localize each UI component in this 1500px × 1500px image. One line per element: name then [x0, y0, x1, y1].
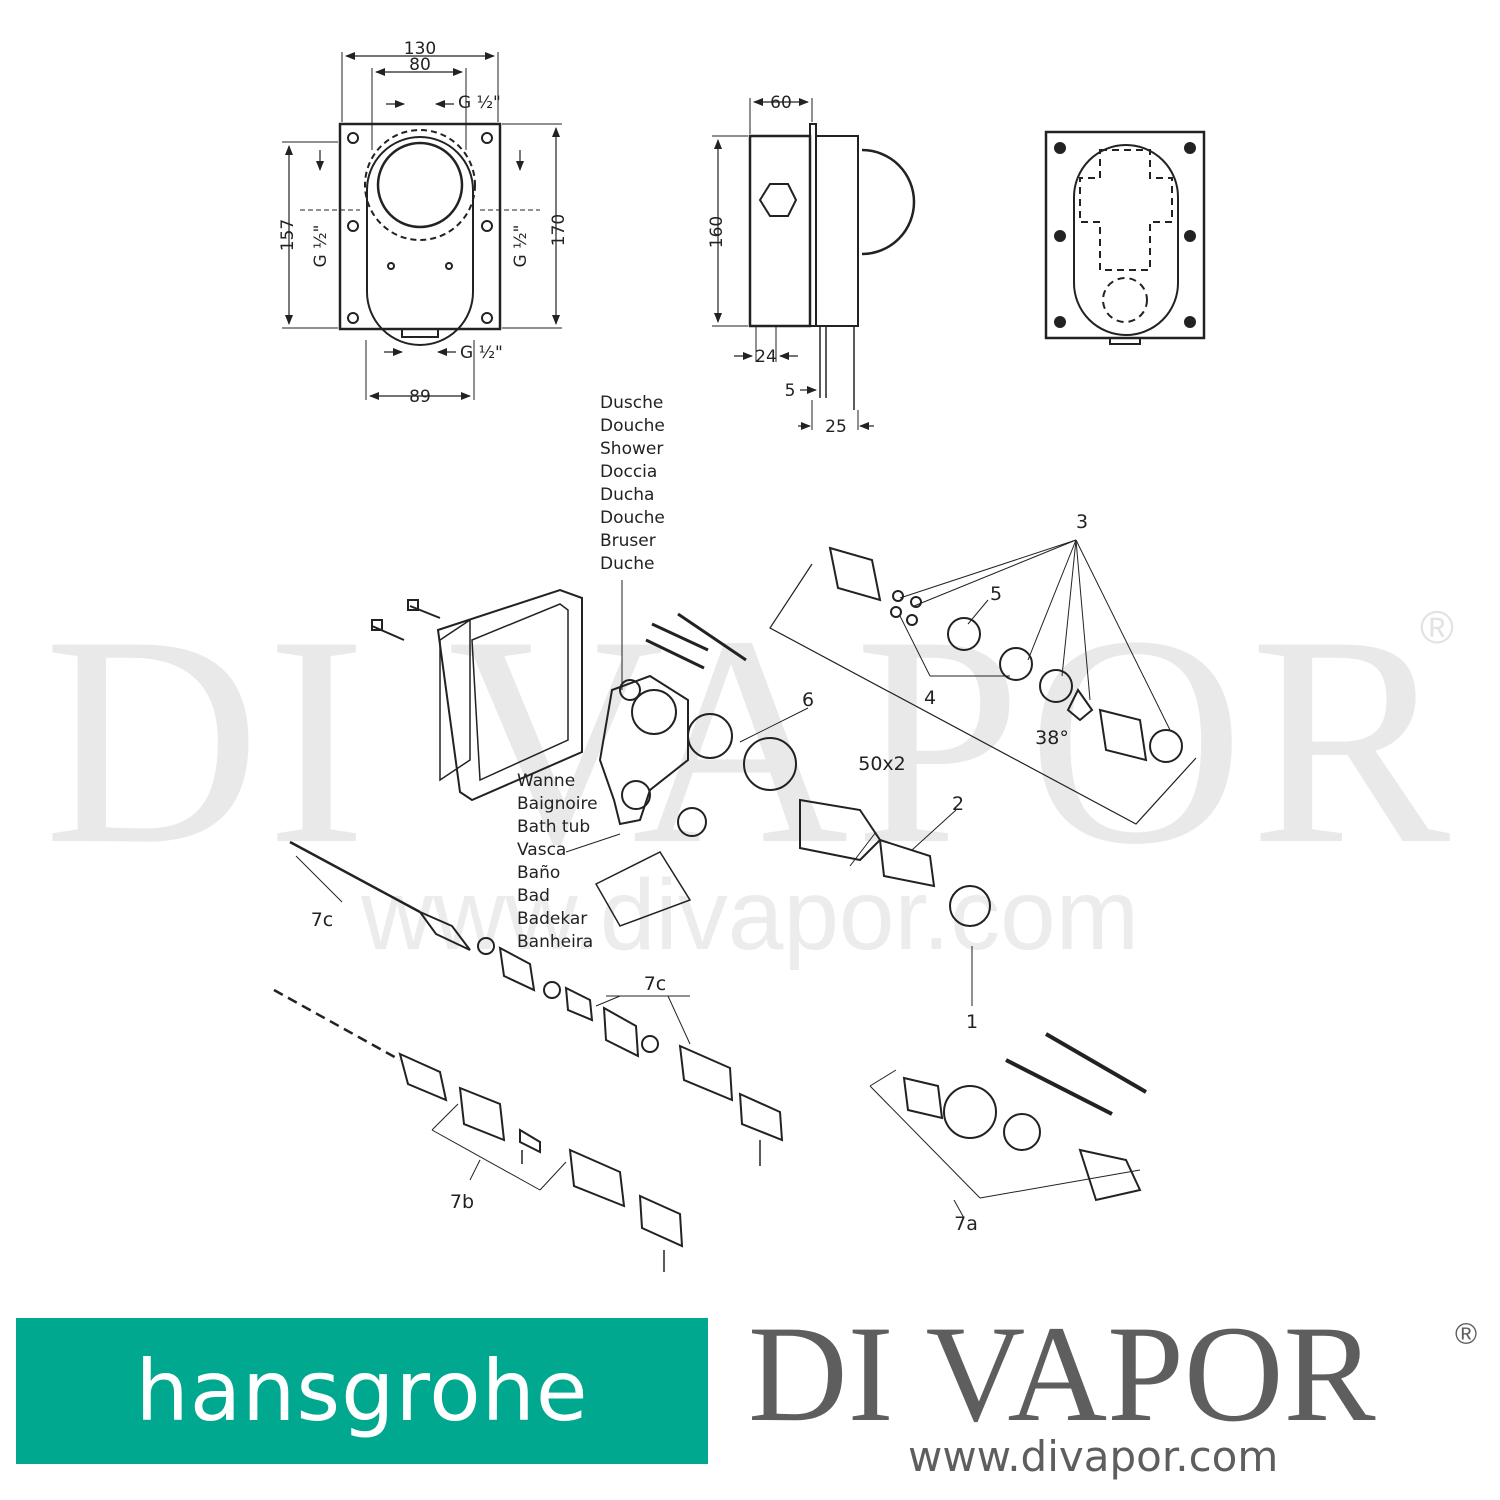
dim-5: 5 — [785, 381, 796, 401]
exploded-valve-body — [598, 580, 747, 826]
outlet-shower-label: Shower — [600, 439, 663, 459]
dim-89: 89 — [409, 387, 431, 407]
outlet-bath-label: Vasca — [517, 840, 566, 860]
dim-130: 130 — [404, 39, 436, 59]
outlet-shower-label: Dusche — [600, 393, 663, 413]
back-view-drawing — [1044, 130, 1206, 345]
divapor-logo: DI VAPOR — [748, 1297, 1376, 1450]
outlet-shower-label: Doccia — [600, 462, 657, 482]
watermark-brand: DI VAPOR — [43, 574, 1457, 906]
dim-24: 24 — [755, 347, 777, 367]
hansgrohe-logo: hansgrohe — [16, 1318, 708, 1464]
exploded-spindle-7c — [289, 840, 784, 1166]
outlet-shower-labels: Dusche Douche Shower Doccia Ducha Douche… — [600, 393, 665, 574]
outlet-shower-label: Douche — [600, 416, 665, 436]
front-view-drawing — [282, 52, 562, 400]
dim-170: 170 — [549, 214, 569, 246]
outlet-bath-label: Baignoire — [517, 794, 598, 814]
exploded-top-assembly — [769, 539, 1197, 825]
part-label-1: 1 — [966, 1011, 978, 1033]
part-label-7a: 7a — [954, 1213, 978, 1235]
exploded-cartridge-parts — [594, 713, 991, 927]
dim-160: 160 — [707, 216, 727, 248]
outlet-bath-label: Bath tub — [517, 817, 590, 837]
part-label-5: 5 — [990, 583, 1002, 605]
dim-inlet-right: G ½" — [511, 225, 531, 268]
part-label-7b: 7b — [450, 1191, 474, 1213]
part-label-7c-left: 7c — [311, 909, 334, 931]
outlet-bath-label: Bad — [517, 886, 550, 906]
part-label-6: 6 — [802, 689, 814, 711]
outlet-bath-label: Banheira — [517, 932, 593, 952]
leader-lines — [295, 707, 973, 1219]
part-label-7c-mid: 7c — [644, 973, 667, 995]
outlet-bath-label: Baño — [517, 863, 560, 883]
part-label-50x2: 50x2 — [858, 753, 906, 775]
side-view-drawing — [712, 98, 916, 430]
dim-inlet-top: G ½" — [458, 93, 501, 113]
dim-60: 60 — [770, 93, 792, 113]
part-label-3: 3 — [1076, 511, 1088, 533]
dim-157: 157 — [278, 219, 298, 251]
exploded-assembly-7a — [869, 1032, 1148, 1202]
outlet-bath-label: Badekar — [517, 909, 587, 929]
outlet-bath-label: Wanne — [517, 771, 575, 791]
dimension-labels: 130 80 G ½" 157 G ½" G ½" 170 G ½" 89 60… — [278, 39, 847, 437]
hansgrohe-logo-text: hansgrohe — [135, 1342, 589, 1440]
exploded-spindle-7b — [273, 988, 684, 1272]
divapor-registered-mark: ® — [1455, 1318, 1478, 1351]
outlet-shower-label: Ducha — [600, 485, 654, 505]
part-number-labels: 3 5 4 38° 6 50x2 2 1 7c 7c 7b 7a — [311, 511, 1088, 1235]
dim-outlet-bottom: G ½" — [460, 343, 503, 363]
part-label-angle: 38° — [1035, 727, 1069, 749]
part-label-4: 4 — [924, 687, 936, 709]
outlet-shower-label: Douche — [600, 508, 665, 528]
outlet-bath-labels: Wanne Baignoire Bath tub Vasca Baño Bad … — [517, 771, 598, 952]
dim-25: 25 — [825, 417, 847, 437]
outlet-shower-label: Bruser — [600, 531, 656, 551]
dim-inlet-left: G ½" — [311, 225, 331, 268]
watermark-registered-mark: ® — [1420, 601, 1454, 653]
exploded-housing — [371, 588, 583, 802]
divapor-url: www.divapor.com — [908, 1432, 1279, 1481]
part-label-2: 2 — [952, 793, 964, 815]
dim-80: 80 — [409, 55, 431, 75]
outlet-shower-label: Duche — [600, 554, 654, 574]
